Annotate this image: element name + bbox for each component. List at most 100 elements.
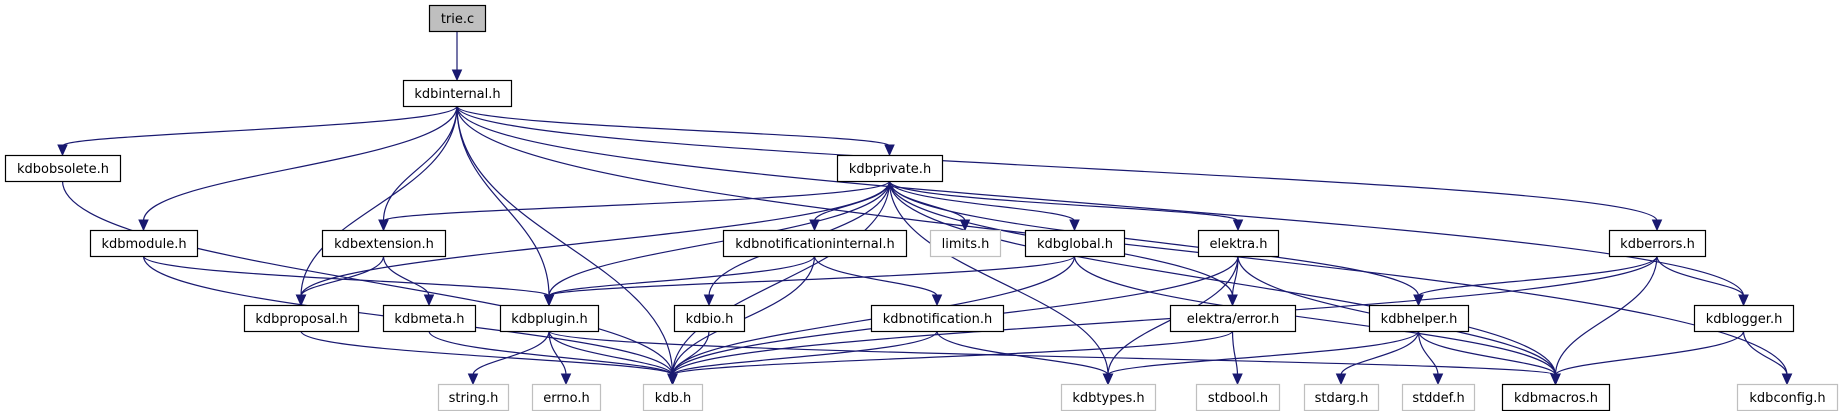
edge-line (1742, 330, 1788, 376)
node-label: kdbinternal.h (414, 87, 500, 102)
arrowhead-icon (1227, 294, 1238, 307)
arrowhead-icon (1102, 373, 1114, 386)
edge-kdbprivate-to-kdbnotificationinternal (809, 180, 891, 232)
arrowhead-icon (1335, 373, 1347, 386)
node-kdbextension[interactable]: kdbextension.h (321, 229, 447, 258)
edge-line (671, 330, 938, 376)
edge-elektra_error-to-stdbool (1231, 330, 1243, 386)
edge-line (1340, 330, 1420, 376)
edge-kdbinternal-to-kdbobsolete (57, 105, 458, 157)
node-label: stdbool.h (1208, 391, 1268, 406)
edge-kdbinternal-to-kdbprivate (456, 105, 895, 157)
node-box (1608, 229, 1707, 258)
node-box (1401, 383, 1476, 411)
node-box (1024, 229, 1126, 258)
edge-elektra-to-elektra_error (1227, 255, 1239, 307)
arrowhead-icon (809, 219, 820, 232)
edge-line (888, 180, 1420, 297)
node-elektra-error[interactable]: elektra/error.h (1169, 304, 1297, 333)
edge-kdberrors-to-kdb (667, 255, 1658, 386)
edge-line (1656, 255, 1745, 297)
arrowhead-icon (931, 294, 943, 307)
edge-kdbhelper-to-kdbtypes (1102, 330, 1420, 386)
edge-line (428, 330, 674, 376)
node-box (1169, 304, 1297, 333)
edge-line (671, 330, 1234, 376)
node-box (929, 229, 1002, 258)
node-label: stdarg.h (1315, 391, 1369, 406)
node-label: kdbnotificationinternal.h (735, 237, 894, 252)
node-kdbio[interactable]: kdbio.h (673, 304, 746, 333)
edge-line (1554, 255, 1658, 376)
edge-kdbinternal-to-kdbproposal (295, 105, 458, 307)
edge-line (456, 105, 1745, 297)
node-limits: limits.h (929, 229, 1002, 258)
node-trie-c[interactable]: trie.c (428, 4, 487, 33)
node-kdbhelper[interactable]: kdbhelper.h (1368, 304, 1470, 333)
arrowhead-icon (423, 294, 435, 307)
node-label: kdbmeta.h (394, 312, 464, 327)
node-box (4, 154, 122, 183)
edge-kdblogger-to-kdbmacros (1550, 330, 1745, 386)
node-kdblogger[interactable]: kdblogger.h (1693, 304, 1795, 333)
edge-line (888, 180, 1076, 222)
node-label: kdbplugin.h (511, 312, 588, 327)
node-label: kdbextension.h (334, 237, 434, 252)
node-kdb: kdb.h (642, 383, 704, 411)
node-label: kdbmacros.h (1514, 391, 1598, 406)
edge-line (813, 255, 938, 297)
edge-kdbglobal-to-kdbplugin (543, 255, 1076, 307)
node-kdbglobal[interactable]: kdbglobal.h (1024, 229, 1126, 258)
arrowhead-icon (543, 294, 555, 307)
node-box (1197, 229, 1280, 258)
node-box (428, 4, 487, 33)
edge-line (142, 105, 458, 222)
arrowhead-icon (703, 294, 715, 307)
node-kdberrors[interactable]: kdberrors.h (1608, 229, 1707, 258)
edge-kdberrors-to-kdbmacros (1550, 255, 1658, 386)
node-label: kdbhelper.h (1381, 312, 1458, 327)
node-stdarg: stdarg.h (1303, 383, 1380, 411)
edge-line (456, 105, 550, 297)
node-kdbobsolete[interactable]: kdbobsolete.h (4, 154, 122, 183)
node-box (402, 79, 513, 108)
node-label: trie.c (441, 12, 474, 27)
edge-kdbextension-to-kdbproposal (295, 255, 385, 307)
node-label: elektra.h (1210, 237, 1268, 252)
edge-kdbprivate-to-kdbglobal (888, 180, 1080, 232)
edge-line (1417, 255, 1658, 297)
edge-kdbplugin-to-string (467, 330, 550, 386)
node-errno: errno.h (531, 383, 602, 411)
edge-line (671, 255, 1658, 376)
node-kdbmodule[interactable]: kdbmodule.h (89, 229, 199, 258)
node-box (673, 304, 746, 333)
node-kdbnotification[interactable]: kdbnotification.h (870, 304, 1005, 333)
node-elektra[interactable]: elektra.h (1197, 229, 1280, 258)
node-kdbinternal[interactable]: kdbinternal.h (402, 79, 513, 108)
node-kdbplugin[interactable]: kdbplugin.h (499, 304, 600, 333)
edge-kdbproposal-to-kdb (300, 330, 678, 386)
arrowhead-icon (667, 373, 678, 386)
node-string: string.h (437, 383, 510, 411)
edge-line (888, 180, 1557, 376)
node-label: kdbproposal.h (255, 312, 347, 327)
node-kdbprivate[interactable]: kdbprivate.h (836, 154, 944, 183)
node-kdbmeta[interactable]: kdbmeta.h (382, 304, 477, 333)
edge-line (548, 330, 567, 376)
node-label: kdberrors.h (1620, 237, 1695, 252)
edge-kdberrors-to-kdbhelper (1413, 255, 1658, 307)
arrowhead-icon (884, 144, 895, 157)
node-kdbnotificationinternal[interactable]: kdbnotificationinternal.h (722, 229, 908, 258)
edge-kdbinternal-to-kdbmodule (138, 105, 458, 232)
arrowhead-icon (1413, 294, 1424, 307)
node-label: limits.h (942, 237, 990, 252)
node-box (1060, 383, 1157, 411)
node-kdbmacros[interactable]: kdbmacros.h (1501, 383, 1611, 411)
edge-kdbmodule-to-kdbplugin (142, 255, 555, 307)
node-kdbproposal[interactable]: kdbproposal.h (243, 304, 360, 333)
edge-line (1231, 330, 1239, 376)
edge-line (888, 180, 1109, 376)
node-kdbconfig: kdbconfig.h (1736, 383, 1839, 411)
edge-kdbnotification-to-kdb (667, 330, 938, 386)
node-label: kdbconfig.h (1749, 391, 1825, 406)
